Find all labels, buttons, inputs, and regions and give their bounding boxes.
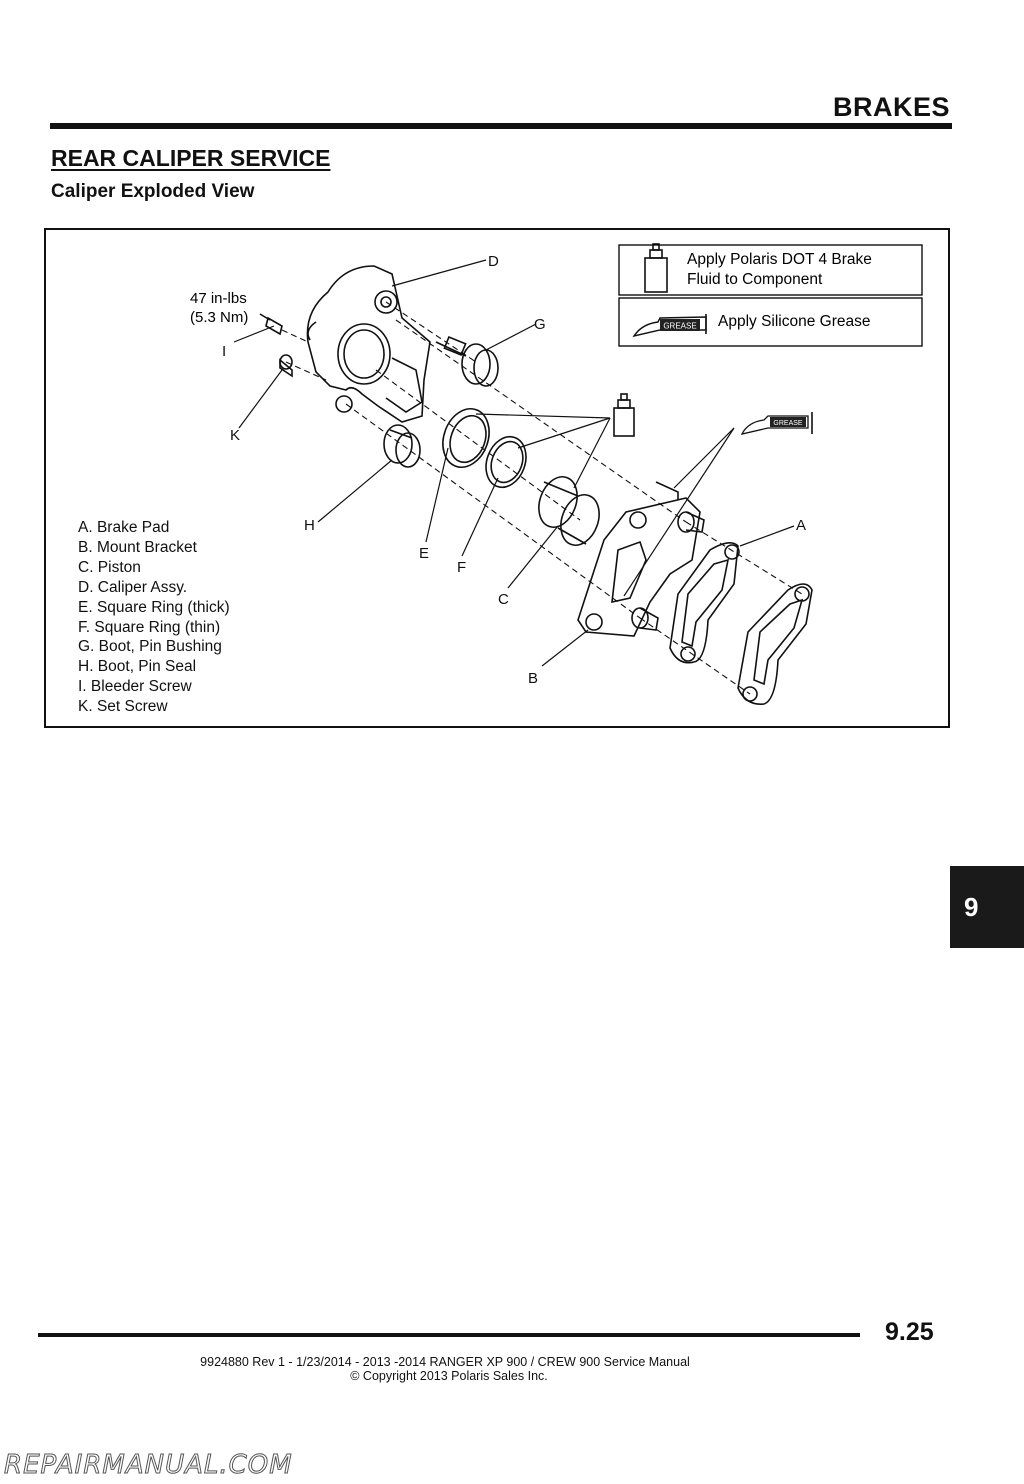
diagram-grease-label: GREASE — [773, 420, 803, 427]
callout-i: I — [222, 343, 226, 360]
boot-pin-seal — [383, 424, 421, 468]
set-screw — [279, 354, 293, 378]
legend-item: B. Mount Bracket — [78, 538, 197, 556]
mount-bracket — [577, 481, 705, 637]
parts-legend: A. Brake Pad B. Mount Bracket C. Piston … — [78, 518, 230, 717]
footer-manual-info: 9924880 Rev 1 - 1/23/2014 - 2013 -2014 R… — [200, 1355, 690, 1369]
caliper-diagram: GREASE GREASE Apply Polaris DOT 4 Brake … — [190, 243, 923, 705]
diagram-grease-icon — [740, 412, 813, 435]
boot-pin-bushing — [435, 336, 499, 387]
square-ring-thin — [485, 435, 527, 489]
callout-f: F — [457, 559, 466, 576]
piston — [538, 476, 600, 546]
chapter-tab: 9 — [950, 866, 1024, 948]
brake-pad-inner — [669, 542, 740, 664]
footer-copyright: © Copyright 2013 Polaris Sales Inc. — [350, 1369, 548, 1383]
section-title: REAR CALIPER SERVICE — [51, 145, 331, 171]
callout-c: C — [498, 591, 509, 608]
legend-item: E. Square Ring (thick) — [78, 598, 230, 616]
callout-a: A — [796, 517, 806, 534]
exploded-view-figure: GREASE GREASE Apply Polaris DOT 4 Brake … — [44, 228, 950, 728]
legend-item: I. Bleeder Screw — [78, 678, 192, 696]
callout-d: D — [488, 253, 499, 270]
footer-rule — [38, 1333, 860, 1337]
legend-item: C. Piston — [78, 558, 141, 576]
brake-pad-outer — [737, 583, 813, 705]
legend-item: D. Caliper Assy. — [78, 578, 188, 596]
legend-item: F. Square Ring (thin) — [78, 618, 221, 636]
torque-value-metric: (5.3 Nm) — [190, 309, 248, 326]
callout-b: B — [528, 670, 538, 687]
grease-icon-label: GREASE — [663, 322, 696, 331]
legend-item: G. Boot, Pin Bushing — [78, 638, 222, 656]
subsection-title: Caliper Exploded View — [51, 181, 255, 202]
grease-key-text: Apply Silicone Grease — [718, 313, 871, 330]
chapter-title: BRAKES — [832, 92, 950, 122]
chapter-tab-number: 9 — [964, 892, 979, 922]
caliper-body — [306, 265, 431, 423]
header-rule — [50, 123, 952, 129]
diagram-brake-fluid-icon — [613, 393, 635, 437]
page-number: 9.25 — [885, 1318, 934, 1346]
brake-fluid-icon — [644, 243, 668, 293]
callout-g: G — [534, 316, 546, 333]
legend-item: H. Boot, Pin Seal — [78, 658, 197, 676]
grease-tube-icon — [632, 314, 707, 338]
callout-e: E — [419, 545, 429, 562]
square-ring-thick — [442, 408, 490, 468]
callout-k: K — [230, 427, 240, 444]
callout-h: H — [304, 517, 315, 534]
watermark: REPAIRMANUAL.COM — [4, 1450, 293, 1481]
bleeder-screw — [259, 313, 283, 336]
legend-item: K. Set Screw — [78, 698, 168, 716]
grease-key-box — [618, 297, 923, 347]
torque-value: 47 in-lbs — [190, 290, 247, 307]
legend-item: A. Brake Pad — [78, 519, 170, 536]
brake-fluid-key-box — [618, 244, 923, 296]
brake-fluid-key-text-1: Apply Polaris DOT 4 Brake — [687, 251, 872, 268]
brake-fluid-key-text-2: Fluid to Component — [687, 271, 823, 288]
